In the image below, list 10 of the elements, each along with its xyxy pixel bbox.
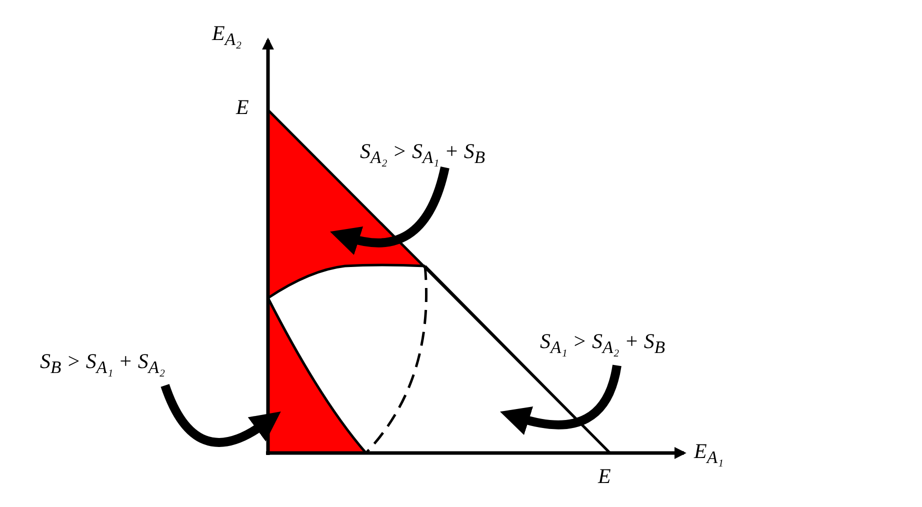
axis-label: E$_{A₁}$ xyxy=(694,440,724,468)
curved-arrow xyxy=(160,384,282,447)
axis-label: E$_{A₂}$ xyxy=(212,22,242,50)
curved-arrow xyxy=(330,166,450,255)
tick-label: E xyxy=(598,465,611,488)
condition-label: S$_{A₁}$ > S$_{A₂}$ + S$_{B}$ xyxy=(540,330,666,358)
tick-label: E xyxy=(236,96,249,120)
condition-label: S$_{B}$ > S$_{A₁}$ + S$_{A₂}$ xyxy=(40,350,166,378)
curved-arrow xyxy=(500,364,622,435)
condition-label: S$_{A₂}$ > S$_{A₁}$ + S$_{B}$ xyxy=(360,140,486,168)
